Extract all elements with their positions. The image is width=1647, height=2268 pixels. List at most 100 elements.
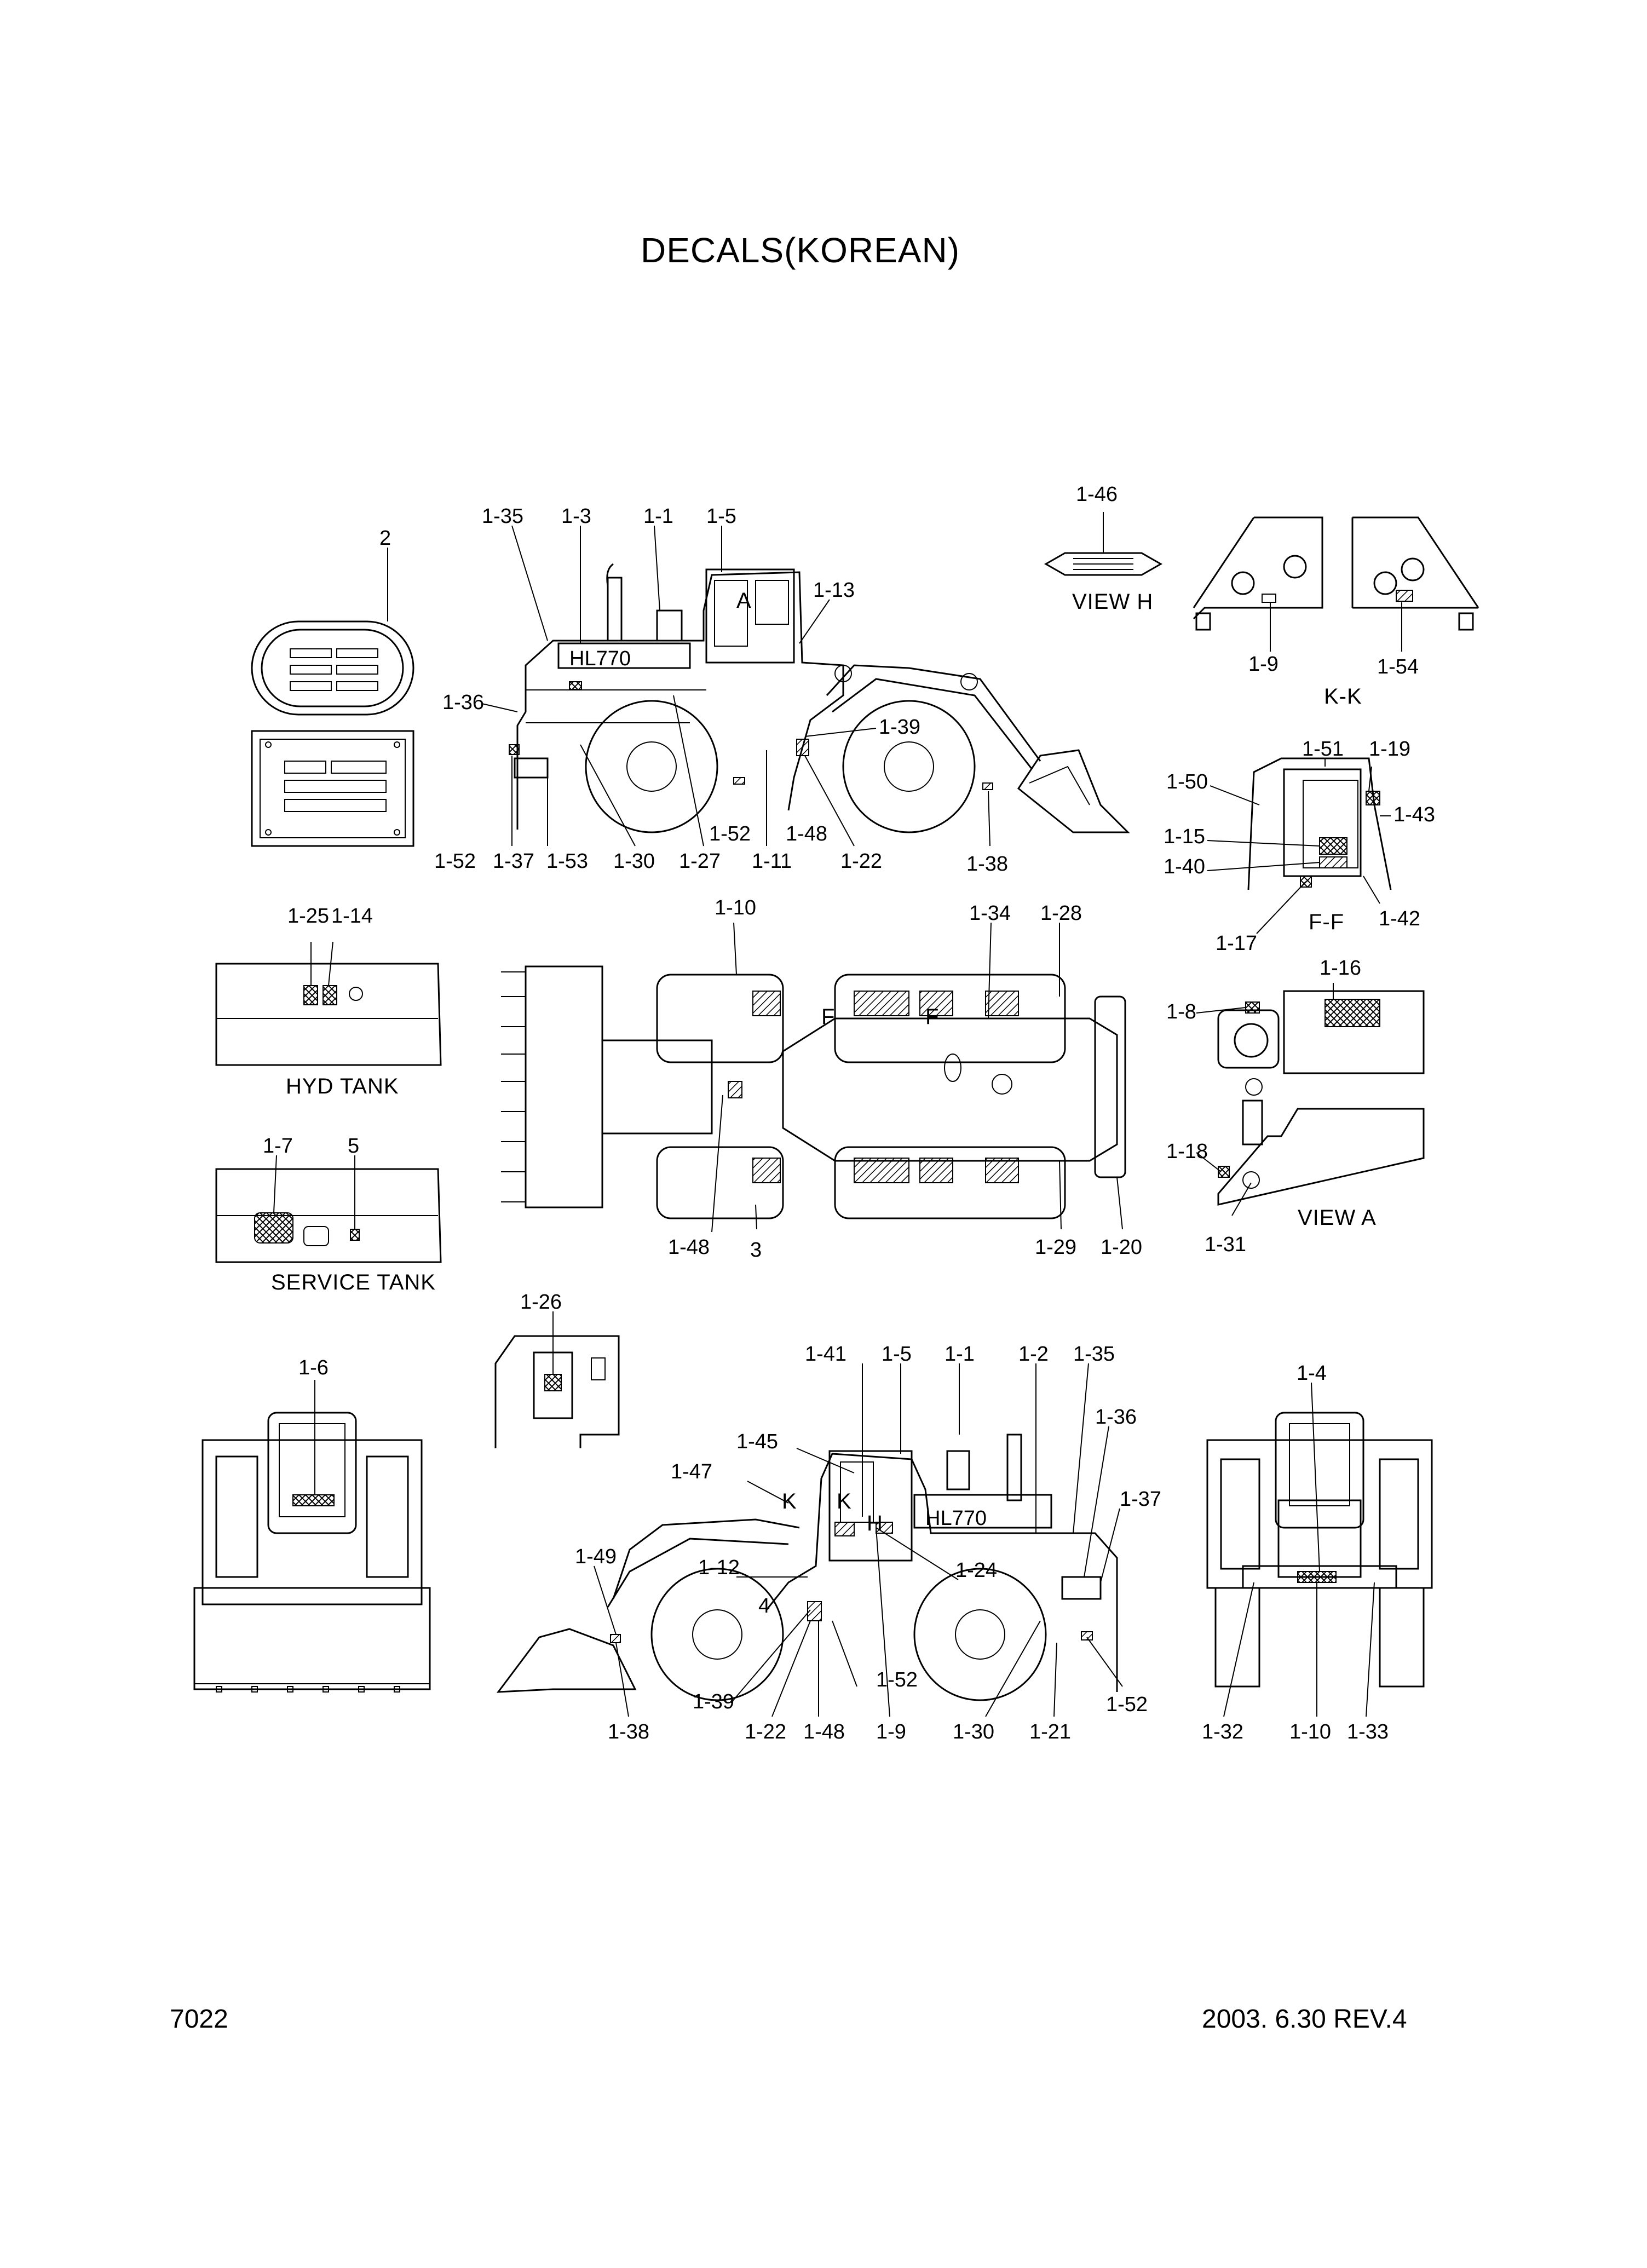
- loader-side-view-left: HL770 K K H: [496, 1434, 1118, 1701]
- callout-1-52-upper: 1-52: [709, 822, 751, 845]
- loader-rear-view: [193, 1412, 431, 1693]
- callout-1-21: 1-21: [1029, 1720, 1071, 1743]
- callout-1-10-bottom: 1-10: [1289, 1720, 1331, 1743]
- callout-1-18: 1-18: [1166, 1140, 1208, 1163]
- callout-1-2: 1-2: [1018, 1343, 1049, 1366]
- page-title: DECALS(KOREAN): [641, 231, 960, 270]
- callout-1-9-bottom: 1-9: [876, 1720, 906, 1743]
- section-k-marker-left: K: [782, 1489, 797, 1513]
- callout-1-19: 1-19: [1369, 738, 1410, 761]
- callout-1-51: 1-51: [1302, 738, 1344, 761]
- callout-3: 3: [750, 1239, 762, 1262]
- leader-lines: [273, 512, 1402, 1717]
- callout-1-11: 1-11: [752, 850, 792, 873]
- loader-side-view-right: HL770 A: [509, 563, 1130, 833]
- hyd-tank-caption: HYD TANK: [286, 1074, 399, 1098]
- callout-1-9: 1-9: [1248, 653, 1279, 676]
- callout-1-14: 1-14: [331, 905, 373, 928]
- hyd-tank-detail: HYD TANK: [215, 963, 442, 1098]
- bucket: [1017, 749, 1130, 833]
- callout-1-53: 1-53: [546, 850, 588, 873]
- callout-1-36: 1-36: [442, 691, 484, 714]
- view-a-caption: VIEW A: [1298, 1206, 1377, 1230]
- oval-decal-plate: [251, 620, 414, 716]
- callout-1-38: 1-38: [966, 853, 1008, 876]
- decal-plates-group: [251, 620, 414, 847]
- callout-1-52: 1-52: [434, 850, 476, 873]
- callout-1-6: 1-6: [298, 1356, 329, 1379]
- callout-1-4: 1-4: [1297, 1362, 1327, 1385]
- callout-1-22-bottom: 1-22: [745, 1720, 786, 1743]
- view-h-detail: VIEW H: [1044, 552, 1163, 614]
- callout-1-48: 1-48: [786, 822, 827, 845]
- callout-1-12: 1-12: [698, 1556, 740, 1579]
- callout-1-33: 1-33: [1347, 1720, 1389, 1743]
- callout-1-37-bottom: 1-37: [1120, 1488, 1161, 1511]
- callout-1-52-mid: 1-52: [876, 1668, 918, 1691]
- bucket-left-view: [496, 1628, 637, 1693]
- callout-1-27: 1-27: [679, 850, 721, 873]
- callout-1-47: 1-47: [671, 1460, 712, 1483]
- callout-1-32: 1-32: [1202, 1720, 1243, 1743]
- callout-1-17: 1-17: [1216, 932, 1257, 955]
- callout-1-35-bottom: 1-35: [1073, 1343, 1115, 1366]
- callout-1-50: 1-50: [1166, 770, 1208, 793]
- callout-1-38-bottom: 1-38: [608, 1720, 649, 1743]
- callout-1-49: 1-49: [575, 1545, 617, 1568]
- rear-wheel: [585, 700, 718, 833]
- section-f-marker-right: F: [925, 1005, 939, 1029]
- section-f-marker-left: F: [821, 1005, 835, 1029]
- view-h-caption: VIEW H: [1072, 590, 1153, 614]
- front-wheel: [842, 700, 976, 833]
- callout-1-22: 1-22: [840, 850, 882, 873]
- callout-1-46: 1-46: [1076, 483, 1118, 506]
- rear-wheel-left-view: [913, 1568, 1047, 1701]
- callout-1-30-bottom: 1-30: [953, 1720, 994, 1743]
- callout-labels: 2 1-35 1-3 1-1 1-5 1-13 1-36 1-39 1-52 1…: [263, 483, 1435, 1743]
- callout-2: 2: [379, 527, 391, 550]
- callout-1-20: 1-20: [1101, 1236, 1142, 1259]
- callout-1-28: 1-28: [1040, 902, 1082, 925]
- callout-1-13: 1-13: [813, 579, 855, 602]
- callout-1-24: 1-24: [955, 1559, 997, 1582]
- callout-1-31: 1-31: [1205, 1233, 1246, 1256]
- callout-1-5-bottom: 1-5: [882, 1343, 912, 1366]
- section-ff-detail: F-F: [1247, 757, 1392, 934]
- callout-1-39-bottom: 1-39: [693, 1690, 734, 1713]
- model-badge-left: HL770: [925, 1507, 987, 1530]
- service-tank-caption: SERVICE TANK: [271, 1270, 436, 1294]
- view-a-detail: VIEW A: [1217, 990, 1425, 1230]
- callout-1-40: 1-40: [1164, 855, 1205, 878]
- section-kk-detail: K-K: [1193, 516, 1479, 709]
- kk-caption: K-K: [1324, 684, 1362, 709]
- callout-1-8: 1-8: [1166, 1000, 1196, 1023]
- loader-front-view: [1206, 1412, 1433, 1688]
- callout-1-5: 1-5: [706, 505, 736, 528]
- callout-1-48-bottom: 1-48: [803, 1720, 845, 1743]
- callout-1-36-bottom: 1-36: [1095, 1406, 1137, 1429]
- model-badge: HL770: [569, 647, 631, 670]
- bucket-top: [525, 965, 603, 1208]
- date-revision: 2003. 6.30 REV.4: [1202, 2005, 1407, 2034]
- callout-1-30: 1-30: [613, 850, 655, 873]
- callout-5: 5: [348, 1135, 359, 1158]
- rect-decal-plate: [251, 730, 414, 847]
- front-wheel-left-view: [650, 1568, 784, 1701]
- detail-1-26: [494, 1335, 620, 1448]
- loader-top-view: F F: [501, 965, 1126, 1219]
- callout-1-1-bottom: 1-1: [945, 1343, 975, 1366]
- callout-4: 4: [758, 1594, 770, 1617]
- callout-1-1: 1-1: [643, 505, 673, 528]
- callout-1-10: 1-10: [715, 896, 756, 919]
- callout-1-48-top: 1-48: [668, 1236, 710, 1259]
- callout-1-3: 1-3: [561, 505, 591, 528]
- callout-1-39: 1-39: [879, 716, 920, 739]
- callout-1-15: 1-15: [1164, 825, 1205, 848]
- callout-1-16: 1-16: [1320, 957, 1361, 980]
- callout-1-43: 1-43: [1393, 803, 1435, 826]
- callout-1-41: 1-41: [805, 1343, 846, 1366]
- callout-1-25: 1-25: [287, 905, 329, 928]
- section-k-marker-right: K: [837, 1489, 852, 1513]
- callout-1-52-right: 1-52: [1106, 1693, 1148, 1716]
